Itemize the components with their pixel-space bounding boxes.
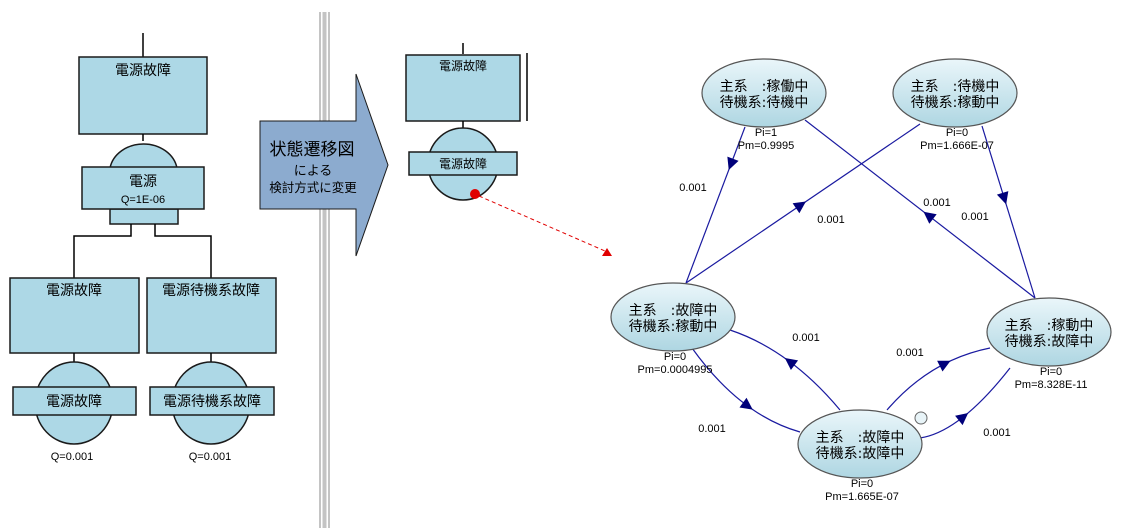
state-line2: 待機系:稼動中 [911, 95, 1000, 111]
link-dashed-line [478, 195, 606, 252]
transition-s3-s5[interactable]: 0.001 [691, 347, 801, 435]
state-pm: Pm=1.666E-07 [920, 140, 994, 152]
basic-event-label-box [12, 386, 137, 416]
transition-rate-label: 0.001 [923, 197, 951, 209]
state-transition-diagram: 0.001 0.001 0.001 0.001 0.001 0.001 0.001 0.001… [610, 58, 1112, 503]
transition-s4-s1[interactable]: 0.001 [804, 119, 1036, 299]
state-pi: Pi=1 [755, 127, 777, 139]
state-line1: 主系 :稼動中 [1005, 318, 1094, 334]
transition-s4-s5[interactable]: 0.001 [919, 367, 1011, 439]
arrow-text-line1: 状態遷移図 [270, 140, 355, 160]
state-line2: 待機系:故障中 [1005, 334, 1094, 350]
state-pm: Pm=1.665E-07 [825, 491, 899, 503]
state-ellipse[interactable] [986, 297, 1112, 367]
top-event-label: 電源故障 [115, 63, 171, 79]
child-event-box[interactable] [9, 277, 140, 354]
conversion-arrow: 状態遷移図 による 検討方式に変更 [259, 73, 389, 257]
transition-arrowhead [739, 397, 753, 410]
state-line1: 主系 :故障中 [629, 303, 718, 319]
transition-edge[interactable] [981, 125, 1036, 299]
state-ellipse[interactable] [701, 58, 827, 128]
transition-arrowhead [923, 211, 937, 224]
transition-s3-s2[interactable]: 0.001 [685, 123, 921, 284]
basic-event-q: Q=0.001 [189, 451, 232, 463]
and-gate[interactable]: 電源 Q=1E-06 [81, 143, 205, 225]
converted-fault-tree: 電源故障 電源故障 [405, 43, 528, 201]
state-line2: 待機系:待機中 [720, 95, 809, 111]
arrow-text-line2: による [294, 164, 333, 179]
transition-arrowhead [784, 358, 799, 370]
transition-arrowhead [996, 191, 1009, 205]
state-line2: 待機系:稼動中 [629, 319, 718, 335]
transition-arrowhead [727, 156, 739, 171]
and-gate-q: Q=1E-06 [121, 194, 165, 206]
and-gate-label: 電源 [129, 174, 157, 190]
state-pi: Pi=0 [1040, 366, 1062, 378]
state-pi: Pi=0 [946, 127, 968, 139]
converted-top-event-box[interactable] [405, 54, 521, 122]
state-pm: Pm=8.328E-11 [1015, 379, 1088, 391]
and-gate-base [109, 208, 179, 225]
child-event-2: 電源待機系故障 電源待機系故障 Q=0.001 [146, 277, 277, 463]
and-gate-label-box [81, 166, 205, 210]
basic-event-q: Q=0.001 [51, 451, 94, 463]
transition-arrowhead [792, 201, 806, 214]
transition-edge[interactable] [804, 119, 1036, 299]
converted-basic-label: 電源故障 [439, 156, 487, 171]
child-event-label: 電源故障 [46, 283, 102, 299]
state-pi: Pi=0 [851, 478, 873, 490]
basic-event-label: 電源故障 [46, 394, 102, 410]
transition-edge[interactable] [685, 126, 746, 284]
link-origin-dot[interactable] [470, 189, 480, 199]
link-arrowhead [602, 248, 612, 256]
link-arrow [478, 195, 612, 256]
transition-s5-s3[interactable]: 0.001 [729, 329, 841, 411]
state-pm: Pm=0.0004995 [638, 364, 713, 376]
transition-rate-label: 0.001 [817, 214, 845, 226]
and-gate-dome [109, 143, 178, 169]
state-line1: 主系 :待機中 [911, 79, 1000, 95]
transition-edge[interactable] [886, 347, 991, 411]
selection-handle-icon[interactable] [914, 411, 928, 425]
state-pi: Pi=0 [664, 351, 686, 363]
state-line1: 主系 :故障中 [816, 430, 905, 446]
state-line2: 待機系:故障中 [816, 446, 905, 462]
transition-arrowhead [937, 360, 951, 372]
converted-basic-label-box [408, 151, 518, 176]
state-ellipse[interactable] [610, 282, 736, 352]
transition-s1-s3[interactable]: 0.001 [679, 126, 746, 284]
transition-rate-label: 0.001 [896, 347, 924, 359]
transition-arrowhead [955, 412, 969, 426]
basic-event-label-box [149, 386, 275, 416]
basic-event-label: 電源待機系故障 [163, 394, 261, 410]
left-branch-wire [73, 224, 132, 278]
child-event-box[interactable] [146, 277, 277, 354]
arrow-text-line3: 検討方式に変更 [269, 180, 357, 195]
transition-rate-label: 0.001 [679, 182, 707, 194]
transition-s5-s4[interactable]: 0.001 [886, 347, 991, 411]
original-fault-tree: 電源故障 電源 Q=1E-06 電源故障 電源故障 Q=0.001 電源待機系故… [9, 33, 277, 463]
transition-s2-s4[interactable]: 0.001 [961, 125, 1036, 299]
transition-rate-label: 0.001 [983, 427, 1011, 439]
child-event-1: 電源故障 電源故障 Q=0.001 [9, 277, 140, 463]
transition-rate-label: 0.001 [961, 211, 989, 223]
child-event-label: 電源待機系故障 [162, 283, 260, 299]
state-ellipse[interactable] [892, 58, 1018, 128]
transition-edge[interactable] [691, 347, 801, 433]
transition-rate-label: 0.001 [792, 332, 820, 344]
panel-separator [319, 12, 330, 528]
right-branch-wire [154, 224, 212, 278]
converted-top-event-label: 電源故障 [439, 58, 487, 73]
arrow-shape [259, 73, 389, 257]
state-pm: Pm=0.9995 [738, 140, 795, 152]
transition-rate-label: 0.001 [698, 423, 726, 435]
state-line1: 主系 :稼働中 [720, 79, 809, 95]
state-ellipse[interactable] [797, 409, 923, 479]
